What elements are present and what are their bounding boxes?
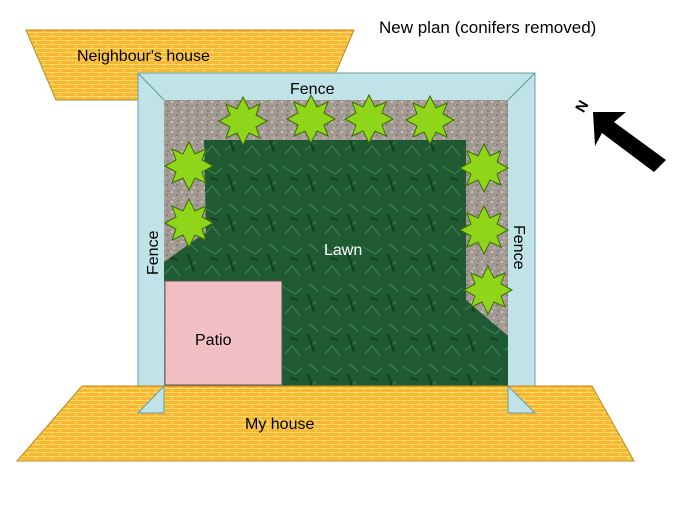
lawn-label: Lawn [324, 242, 362, 259]
shrub-icon [164, 141, 214, 191]
my-house-label: My house [245, 416, 314, 433]
shrub-icon [405, 95, 455, 145]
lawn-area [164, 140, 508, 386]
my-house-wall [15, 385, 635, 462]
patio [164, 280, 283, 386]
patio-label: Patio [195, 332, 232, 349]
shrub-icon [463, 265, 513, 315]
neighbours-house-label: Neighbour's house [77, 48, 210, 65]
shrub-icon [218, 96, 268, 146]
north-arrow-icon [593, 112, 666, 172]
plan-title: New plan (conifers removed) [379, 18, 596, 37]
shrub-icon [459, 143, 509, 193]
shrub-icon [459, 205, 509, 255]
fence-right-label: Fence [510, 225, 527, 270]
shrub-icon [344, 94, 394, 144]
shrub-icon [286, 94, 336, 144]
shrub-icon [164, 198, 214, 248]
north-label: N [571, 97, 591, 115]
fence-top-label: Fence [290, 81, 335, 98]
fence-left-label: Fence [145, 230, 162, 275]
